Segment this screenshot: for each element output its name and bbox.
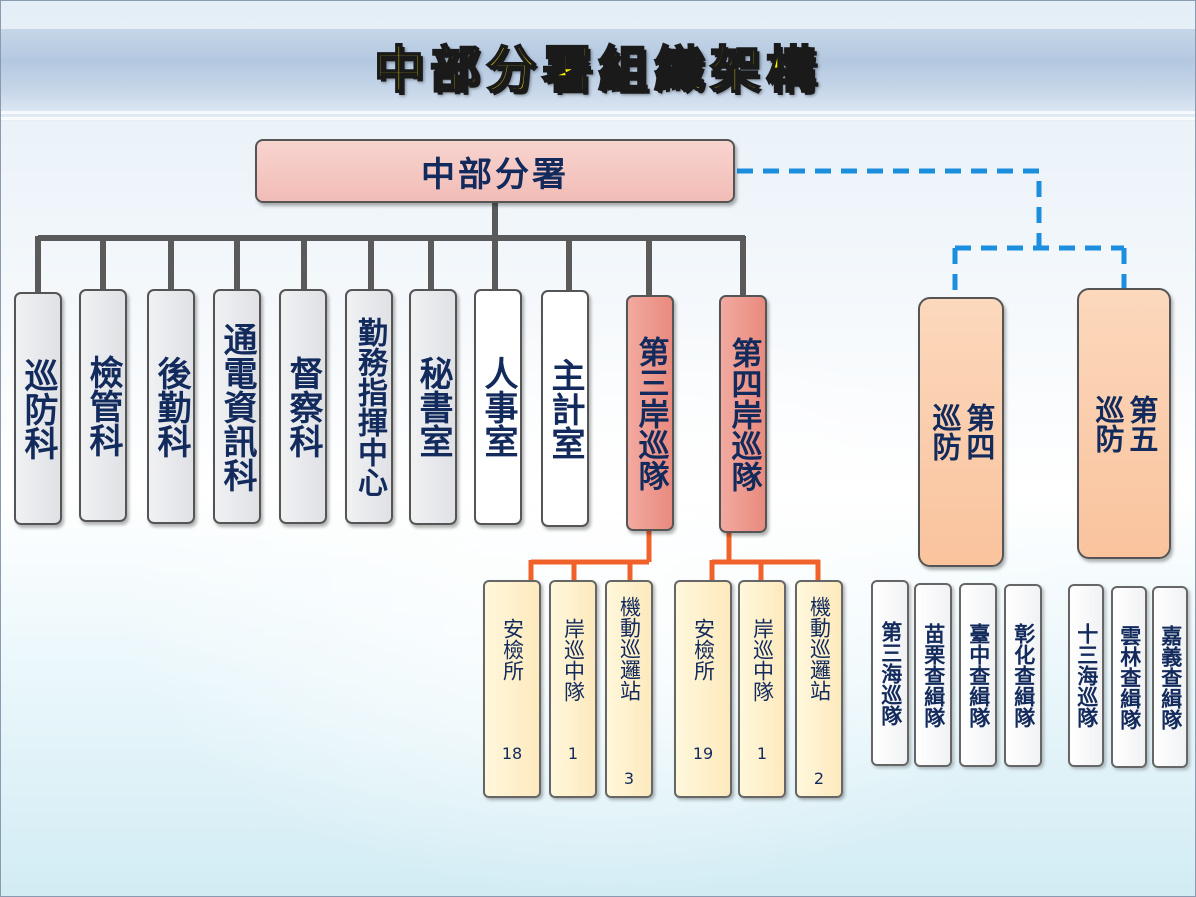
- command-unit-node: 彰化查緝隊: [1004, 584, 1042, 767]
- patrol-unit-connectors: [528, 529, 821, 582]
- dept-node: 通電資訊科: [213, 289, 261, 524]
- fifth-command-node: 第五 巡防: [1077, 288, 1171, 559]
- dept-node: 勤務指揮中心: [345, 289, 393, 524]
- command-label-col: 巡防: [1091, 394, 1125, 453]
- command-label-col: 第五: [1124, 394, 1159, 453]
- unit-label: 岸巡中隊: [561, 618, 586, 702]
- dept-node: 督察科: [279, 289, 327, 524]
- patrol-unit-node: 岸巡中隊 1: [549, 580, 597, 798]
- command-unit-node: 臺中查緝隊: [959, 583, 997, 767]
- fourth-patrol-node: 第四岸巡隊: [719, 295, 767, 533]
- command-label-col: 巡防: [928, 403, 962, 461]
- unit-count: 1: [756, 744, 768, 763]
- command-label-col: 第四: [961, 403, 996, 461]
- title-band-stripe: [1, 111, 1195, 114]
- dept-node: 秘書室: [409, 289, 457, 525]
- command-unit-node: 十三海巡隊: [1068, 584, 1104, 767]
- command-unit-node: 第三海巡隊: [871, 580, 909, 766]
- unit-label: 安檢所: [500, 618, 525, 681]
- unit-count: 3: [623, 769, 635, 788]
- connector-line: [737, 168, 1042, 248]
- dept-node: 後勤科: [147, 289, 195, 524]
- unit-label: 機動巡邏站: [807, 596, 832, 701]
- patrol-unit-node: 安檢所 18: [483, 580, 541, 798]
- dept-node: 檢管科: [79, 289, 127, 522]
- unit-count: 1: [567, 744, 579, 763]
- patrol-unit-node: 機動巡邏站 3: [605, 580, 653, 798]
- dept-node: 主計室: [541, 290, 589, 527]
- unit-label: 機動巡邏站: [617, 596, 642, 701]
- command-unit-node: 苗栗查緝隊: [914, 583, 952, 767]
- dept-node: 巡防科: [14, 292, 62, 525]
- patrol-unit-node: 安檢所 19: [674, 580, 732, 798]
- dept-node: 人事室: [474, 289, 522, 525]
- patrol-unit-node: 岸巡中隊 1: [738, 580, 786, 798]
- command-unit-node: 嘉義查緝隊: [1152, 586, 1188, 768]
- unit-label: 安檢所: [691, 618, 716, 681]
- page-title: 中部分署組織架構: [373, 40, 822, 100]
- fourth-command-node: 第四 巡防: [918, 297, 1004, 567]
- dashed-command-connectors: [737, 168, 1127, 298]
- unit-count: 2: [813, 769, 825, 788]
- unit-count: 19: [692, 744, 714, 763]
- patrol-unit-node: 機動巡邏站 2: [795, 580, 843, 798]
- department-connectors: [35, 203, 746, 297]
- third-patrol-node: 第三岸巡隊: [626, 295, 674, 531]
- title-band: [1, 29, 1195, 121]
- root-node: 中部分署: [255, 139, 735, 203]
- unit-count: 18: [501, 744, 523, 763]
- unit-label: 岸巡中隊: [750, 618, 775, 702]
- command-unit-node: 雲林查緝隊: [1111, 586, 1147, 768]
- title-band-stripe: [1, 117, 1195, 120]
